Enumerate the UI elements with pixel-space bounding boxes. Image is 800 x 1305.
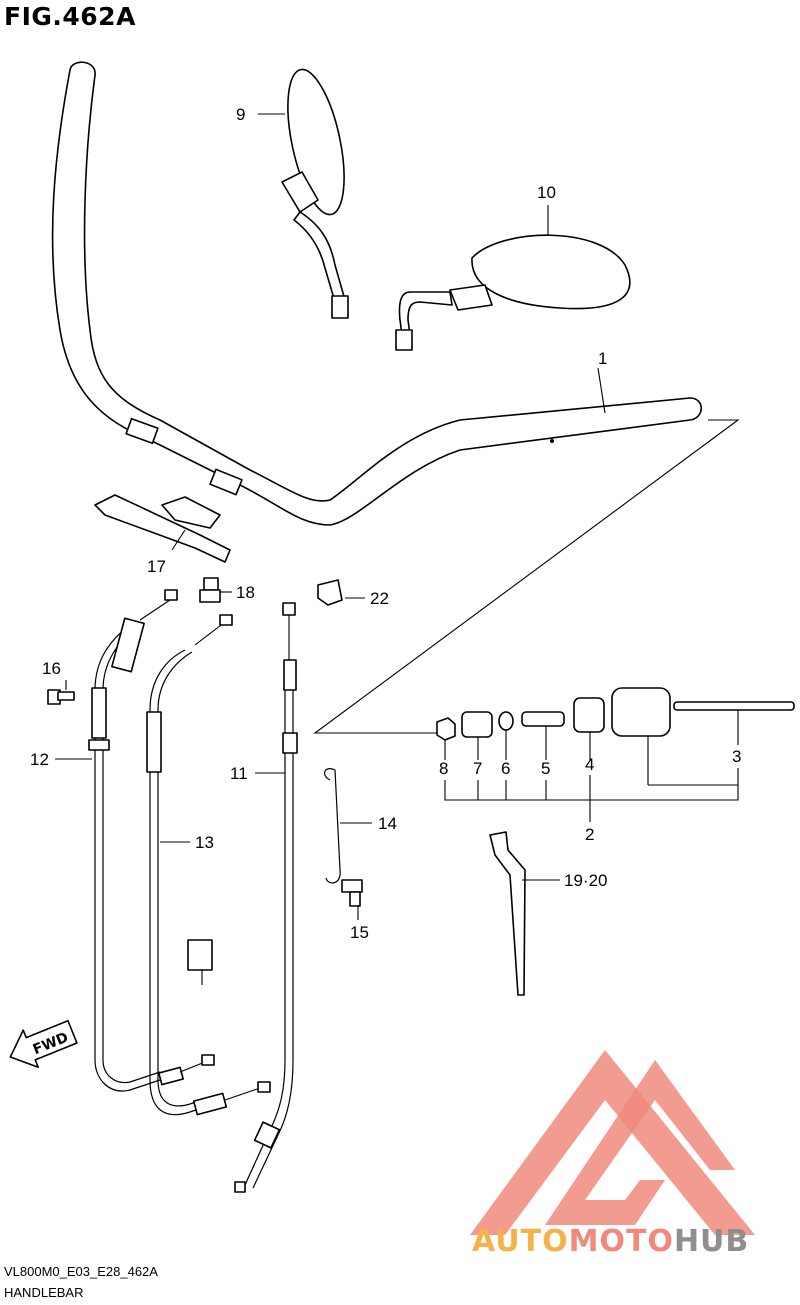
callout-15: 15 — [350, 923, 369, 942]
callout-3: 3 — [732, 747, 741, 766]
clamp-21-part — [317, 579, 343, 606]
callout-18: 18 — [236, 583, 255, 602]
callout-11: 11 — [230, 764, 248, 783]
left-mirror-part — [281, 68, 349, 319]
callout-4: 4 — [585, 755, 594, 774]
callout-21: 22 — [370, 589, 389, 608]
label-22-part — [187, 939, 213, 971]
callout-13: 13 — [195, 833, 214, 852]
figure-title: FIG.462A — [4, 2, 136, 31]
callout-2: 2 — [585, 825, 594, 844]
callout-19-20: 19·20 — [564, 871, 607, 890]
callout-6: 6 — [501, 759, 510, 778]
bolt-16-part — [47, 689, 75, 705]
cable-tie-part — [489, 831, 526, 996]
callout-10: 10 — [537, 183, 556, 202]
clutch-cable-11-part — [234, 602, 298, 1193]
callout-9: 9 — [236, 105, 245, 124]
callout-8: 8 — [439, 759, 448, 778]
callout-17: 17 — [147, 557, 166, 576]
callout-5: 5 — [541, 759, 550, 778]
throttle-cable-13-part — [146, 614, 271, 1116]
bolt-18-part — [199, 577, 221, 603]
bolt-15-part — [341, 879, 363, 907]
balancer-assembly-part — [436, 687, 795, 741]
handlebar-part — [51, 61, 703, 526]
stay-14-part — [323, 768, 341, 884]
throttle-cable-12-part — [88, 589, 178, 1092]
callout-1: 1 — [598, 349, 607, 368]
callout-7: 7 — [473, 759, 482, 778]
callout-16: 16 — [42, 659, 61, 678]
diagram-code: VL800M0_E03_E28_462A — [4, 1264, 158, 1279]
bracket-part — [94, 494, 231, 563]
callout-12: 12 — [30, 750, 49, 769]
diagram-name: HANDLEBAR — [4, 1285, 84, 1300]
forward-arrow-icon: FWD — [9, 1019, 78, 1069]
right-mirror-part — [395, 234, 631, 351]
watermark-text: AUTOMOTOHUB — [472, 1224, 750, 1259]
watermark-logo — [470, 1050, 755, 1235]
callout-14: 14 — [378, 814, 397, 833]
